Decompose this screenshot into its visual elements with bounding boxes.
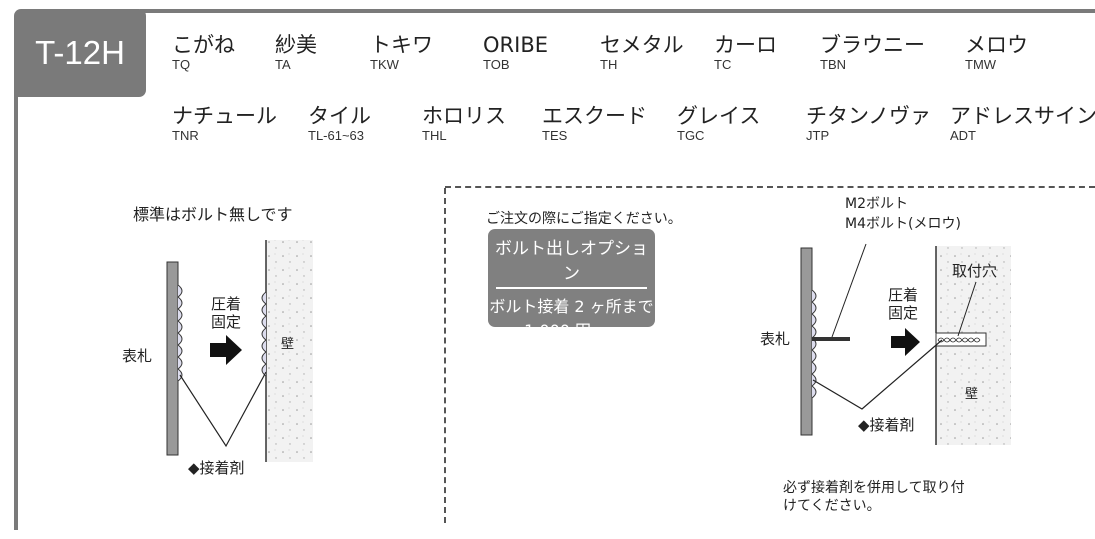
color-name: チタンノヴァ [806,104,931,128]
color-name: トキワ [370,33,433,57]
color-name: ORIBE [483,33,548,57]
color-code: TES [542,128,568,143]
color-code: TA [275,57,291,72]
color-code: TC [714,57,732,72]
right-press-arrow-icon [891,328,920,356]
bolt-label-m4: M4ボルト(メロウ) [845,216,961,232]
option-price: 1,000 円 [524,321,592,340]
option-tax: (税抜) [591,328,619,339]
option-price-line: 1,000 円(税抜) [488,317,655,341]
bolt-pointer [831,243,867,338]
hole-label: 取付穴 [952,262,998,280]
left-press-arrow-icon [210,335,242,365]
right-plate [800,247,817,436]
right-press-label-2: 固定 [888,304,919,322]
color-name: ナチュール [172,104,277,128]
color-code: TGC [677,128,705,143]
option-detail: ボルト接着 2 ヶ所まで [489,297,654,316]
left-plate [166,261,267,456]
dashed-divider-horizontal [445,186,1095,188]
color-code: TQ [172,57,191,72]
color-code: TOB [483,57,510,72]
color-name: ホロリス [422,104,506,128]
color-code: JTP [806,128,830,143]
left-wall-label: 壁 [281,337,295,352]
right-wall [935,246,1011,445]
color-code: TH [600,57,618,72]
left-adhesive-pointer [179,371,267,448]
color-code: TL-61~63 [308,128,365,143]
bolt-icon [812,337,850,341]
option-divider [496,287,647,289]
color-name: グレイス [677,104,761,128]
right-adhesive-pointer [812,339,943,410]
color-name: アドレスサイン [950,104,1095,128]
color-name: エスクード [542,104,647,128]
color-name: カーロ [714,33,777,57]
warning-line-2: けてください。 [783,498,881,514]
color-code: TMW [965,57,997,72]
color-code: THL [422,128,447,143]
color-name: ブラウニー [820,33,925,57]
frame-top-line [140,9,1095,13]
color-code: TNR [172,128,199,143]
color-name: タイル [308,104,371,128]
color-name: メロウ [965,33,1028,57]
right-wall-label: 壁 [965,387,979,402]
option-title: ボルト出しオプション [495,239,648,284]
left-press-label-2: 固定 [211,313,242,331]
dashed-divider-vertical [444,188,446,523]
left-wall [265,240,313,462]
bolt-option-box: ボルト出しオプション ボルト接着 2 ヶ所まで 1,000 円(税抜) [488,229,655,340]
color-code: TBN [820,57,846,72]
left-press-label-1: 圧着 [211,295,242,313]
left-adhesive-label: ◆接着剤 [188,459,245,477]
right-press-label-1: 圧着 [888,286,919,304]
color-code: TKW [370,57,399,72]
color-name: 紗美 [275,33,317,57]
color-code: ADT [950,128,976,143]
standard-note: 標準はボルト無しです [133,205,293,224]
color-name: セメタル [600,33,684,57]
right-plate-label: 表札 [760,330,791,348]
bolt-label-m2: M2ボルト [845,196,908,212]
frame-left-line [14,90,18,530]
warning-line-1: 必ず接着剤を併用して取り付 [783,480,965,496]
model-tab: T-12H [14,9,146,97]
color-name: こがね [172,33,235,57]
right-adhesive-label: ◆接着剤 [858,416,915,434]
hole-pointer [957,281,977,337]
left-plate-label: 表札 [122,347,153,365]
order-note: ご注文の際にご指定ください。 [486,211,682,227]
